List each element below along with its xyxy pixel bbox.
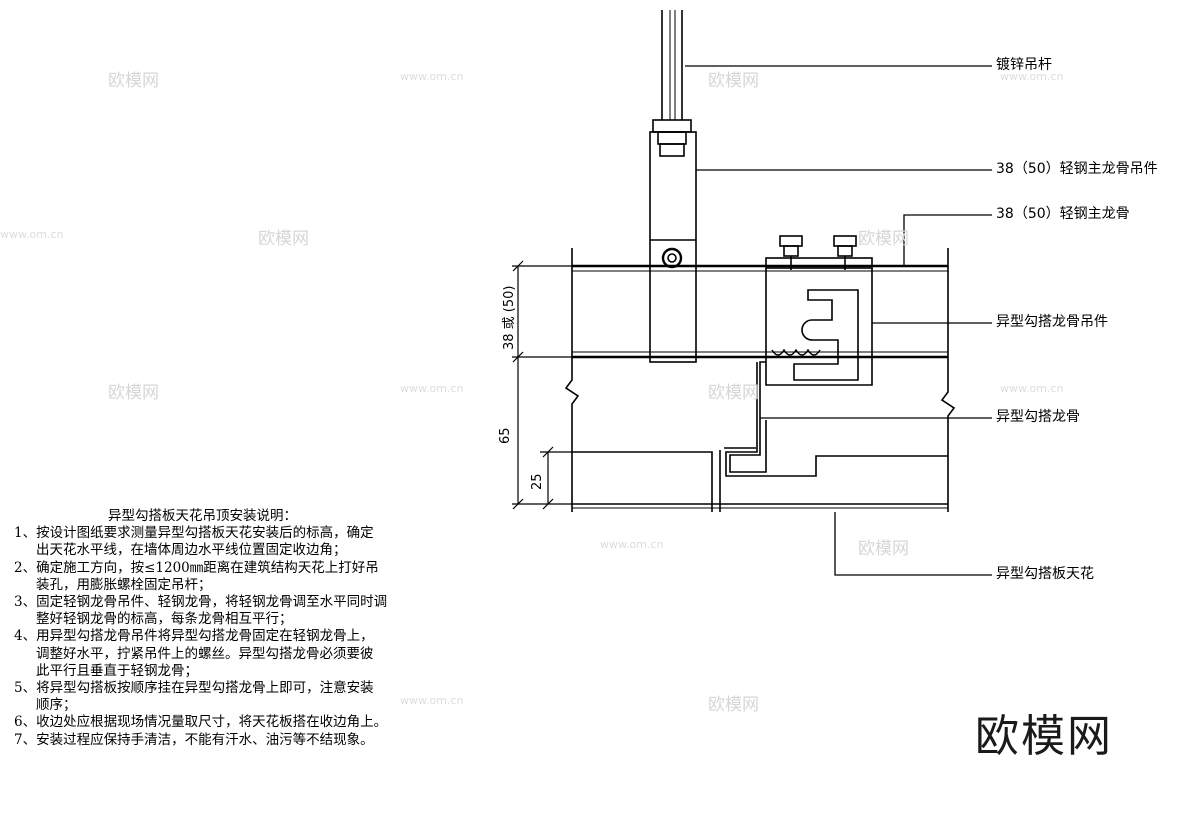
hook-keel (725, 361, 770, 477)
watermark-logo: 欧模网 (708, 71, 759, 91)
watermark-big-logo: 欧模网 (975, 711, 1113, 762)
main-keel (572, 264, 948, 359)
hook-keel-hanger (765, 235, 873, 386)
watermark-logo: 欧模网 (858, 539, 909, 559)
note-line: 7、安装过程应保持手清洁，不能有汗水、油污等不结现象。 (14, 731, 374, 748)
installation-notes: 异型勾搭板天花吊顶安装说明： 1、按设计图纸要求测量异型勾搭板天花安装后的标高，… (0, 508, 480, 749)
note-line: 1、按设计图纸要求测量异型勾搭板天花安装后的标高，确定 (14, 525, 374, 542)
note-line: 4、用异型勾搭龙骨吊件将异型勾搭龙骨固定在轻钢龙骨上， (14, 628, 374, 645)
watermark-url: www.om.cn (600, 538, 664, 551)
hanger-rod (661, 10, 683, 120)
note-line: 顺序； (36, 697, 77, 714)
watermark-logo: 欧模网 (858, 229, 909, 249)
label-hanger-rod: 镀锌吊杆 (996, 57, 1052, 73)
watermark-logo: 欧模网 (108, 71, 159, 91)
label-main-keel: 38（50）轻钢主龙骨 (996, 206, 1130, 222)
watermark-url: www.om.cn (1000, 382, 1064, 395)
note-line: 整好轻钢龙骨的标高，每条龙骨相互平行； (36, 611, 293, 628)
watermark-url: www.om.cn (1000, 70, 1064, 83)
watermark-url: www.om.cn (400, 70, 464, 83)
note-line: 5、将异型勾搭板按顺序挂在异型勾搭龙骨上即可，注意安装 (14, 680, 374, 697)
note-line: 装孔，用膨胀螺栓固定吊杆； (36, 576, 212, 593)
label-hook-keel: 异型勾搭龙骨 (996, 409, 1080, 425)
note-line: 此平行且垂直于轻钢龙骨； (36, 662, 198, 679)
watermark-logo: 欧模网 (708, 383, 759, 403)
leader-lines (685, 65, 992, 576)
watermark-url: www.om.cn (400, 382, 464, 395)
watermark-url: www.om.cn (0, 228, 64, 241)
main-keel-hanger (649, 131, 697, 363)
note-line: 2、确定施工方向，按≤1200㎜距离在建筑结构天花上打好吊 (14, 559, 379, 576)
watermark-logo: 欧模网 (708, 695, 759, 715)
ceiling-panels (572, 447, 948, 512)
watermark-url: www.om.cn (400, 694, 464, 707)
watermark-logo: 欧模网 (258, 229, 309, 249)
notes-title: 异型勾搭板天花吊顶安装说明： (108, 508, 297, 524)
dim-keel-height: 38 或 (50) (502, 285, 517, 351)
note-line: 出天花水平线，在墙体周边水平线位置固定收边角； (36, 542, 347, 559)
label-hook-keel-hanger: 异型勾搭龙骨吊件 (996, 314, 1108, 330)
note-line: 3、固定轻钢龙骨吊件、轻钢龙骨，将轻钢龙骨调至水平同时调 (14, 594, 388, 611)
dimension-lines (512, 260, 572, 510)
label-hook-panel-ceiling: 异型勾搭板天花 (996, 566, 1094, 582)
break-lines (564, 248, 956, 512)
label-main-keel-hanger: 38（50）轻钢主龙骨吊件 (996, 161, 1158, 177)
note-line: 调整好水平，拧紧吊件上的螺丝。异型勾搭龙骨必须要彼 (36, 645, 374, 662)
dim-panel: 25 (530, 473, 545, 490)
dim-total: 65 (498, 427, 513, 444)
note-line: 6、收边处应根据现场情况量取尺寸，将天花板搭在收边角上。 (14, 714, 388, 731)
rod-nut (652, 119, 692, 157)
watermark-logo: 欧模网 (108, 383, 159, 403)
